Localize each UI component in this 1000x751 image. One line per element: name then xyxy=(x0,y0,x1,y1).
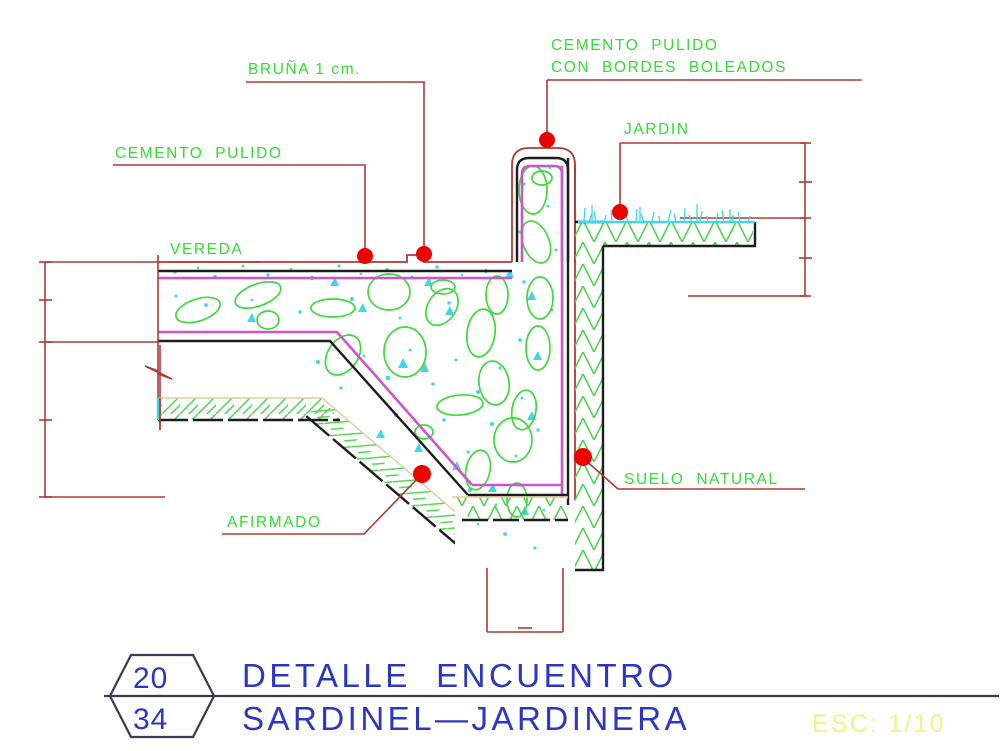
aggregate-stones xyxy=(175,165,554,518)
vereda-underside xyxy=(158,330,473,496)
badge-number-bottom: 34 xyxy=(133,703,168,736)
leader-bruna xyxy=(246,81,432,262)
label-afirmado: AFIRMADO xyxy=(227,514,322,531)
sardinel-bottom xyxy=(468,483,568,497)
title-line-1: DETALLE ENCUENTRO xyxy=(242,657,677,694)
break-symbol-left xyxy=(144,345,173,398)
label-cemento-bordes-line1: CEMENTO PULIDO xyxy=(551,37,719,54)
leader-afirmado xyxy=(222,465,431,535)
title-line-2: SARDINEL—JARDINERA xyxy=(242,700,690,737)
jardin-grass xyxy=(578,204,755,224)
label-vereda: VEREDA xyxy=(170,241,243,258)
badge-number-top: 20 xyxy=(133,662,168,695)
sardinel-base-hatch xyxy=(452,496,568,522)
title-block: 20 34 DETALLE ENCUENTRO SARDINEL—JARDINE… xyxy=(104,653,999,739)
label-cemento-pulido: CEMENTO PULIDO xyxy=(115,145,283,162)
dimension-lines-left xyxy=(39,255,165,498)
label-bruna: BRUÑA 1 cm. xyxy=(248,61,361,78)
leader-suelo-natural xyxy=(574,448,805,490)
label-jardin: JARDIN xyxy=(624,121,690,138)
label-cemento-bordes-line2: CON BORDES BOLEADOS xyxy=(551,59,787,76)
scale-label: ESC: 1/10 xyxy=(812,710,946,738)
leader-cemento-pulido xyxy=(113,164,373,264)
suelo-natural-hatch xyxy=(575,220,757,572)
leader-jardin xyxy=(612,142,680,220)
label-suelo-natural: SUELO NATURAL xyxy=(624,471,779,488)
concrete-body xyxy=(158,147,576,568)
afirmado-layer xyxy=(156,397,486,557)
leader-cemento-bordes xyxy=(539,79,862,148)
